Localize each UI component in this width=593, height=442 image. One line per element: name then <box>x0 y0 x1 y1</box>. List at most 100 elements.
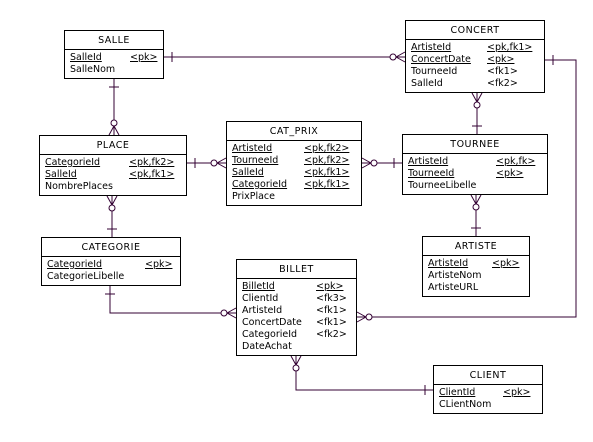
attribute-row: SalleId<pk,fk1> <box>45 169 181 181</box>
attribute-key: <pk,fk1> <box>487 42 533 53</box>
attribute-name: BilletId <box>242 281 275 292</box>
attribute-row: ConcertDate <fk1> <box>242 317 351 329</box>
attribute-row: CategorieId <pk,fk1> <box>232 179 356 191</box>
attribute-name: ArtisteId <box>408 156 449 167</box>
optional-cardinality-circle <box>370 159 378 167</box>
entity-categorie[interactable]: CATEGORIE CategorieId<pk>CategorieLibell… <box>41 237 181 286</box>
crows-foot-mark <box>216 157 227 164</box>
attribute-row: ClientId<fk3> <box>242 293 351 305</box>
attribute-key: <pk,fk2> <box>304 143 350 154</box>
entity-tournee[interactable]: TOURNEE ArtisteId<pk,fk>TourneeId<pk>Tou… <box>402 134 548 195</box>
attribute-row: ArtisteId <pk,fk2> <box>232 143 356 155</box>
entity-client[interactable]: CLIENT ClientId <pk> CLientNom <box>433 365 543 414</box>
attribute-name: SalleId <box>411 78 443 89</box>
entity-artiste-title: ARTISTE <box>423 237 529 256</box>
attribute-row: ArtisteId <pk,fk1> <box>411 42 539 54</box>
attribute-row: TourneeId<fk1> <box>411 66 539 78</box>
attribute-row: ArtisteId<pk> <box>428 258 524 270</box>
attribute-name: NombrePlaces <box>45 181 113 192</box>
entity-client-attributes: ClientId <pk> CLientNom <box>434 385 542 413</box>
optional-cardinality-circle <box>110 119 118 127</box>
crows-foot-mark <box>356 316 367 323</box>
optional-cardinality-circle <box>365 313 373 321</box>
attribute-name: TourneeLibelle <box>408 180 477 191</box>
attribute-name: ArtisteId <box>242 305 283 316</box>
attribute-key: <pk> <box>130 52 158 63</box>
optional-cardinality-circle <box>108 204 116 212</box>
crows-foot-mark <box>395 51 406 58</box>
entity-place-attributes: CategorieId <pk,fk2>SalleId<pk,fk1>Nombre… <box>40 155 186 195</box>
attribute-row: NombrePlaces <box>45 181 181 193</box>
crows-foot-mark <box>226 307 237 314</box>
crows-foot-mark <box>295 355 302 366</box>
attribute-name: ArtisteNom <box>428 270 482 281</box>
attribute-key: <fk1> <box>487 66 518 77</box>
attribute-key: <pk,fk> <box>496 156 536 167</box>
entity-billet-attributes: BilletId<pk>ClientId<fk3>ArtisteId<fk1>C… <box>237 279 356 355</box>
attribute-key: <pk> <box>492 258 520 269</box>
optional-cardinality-circle <box>292 364 300 372</box>
crows-foot-mark <box>361 162 372 169</box>
attribute-name: TourneeId <box>232 155 279 166</box>
entity-concert-attributes: ArtisteId<pk,fk1>ConcertDate<pk>TourneeI… <box>406 40 544 92</box>
attribute-key: <pk,fk2> <box>304 155 350 166</box>
attribute-key: <pk,fk1> <box>304 167 350 178</box>
rel-categorie-billet <box>109 286 236 314</box>
attribute-key: <pk,fk1> <box>304 179 350 190</box>
entity-concert[interactable]: CONCERT ArtisteId<pk,fk1>ConcertDate<pk>… <box>405 20 545 93</box>
entity-cat-prix-title: CAT_PRIX <box>227 122 361 141</box>
attribute-name: TourneeId <box>408 168 455 179</box>
attribute-row: ArtisteURL <box>428 282 524 294</box>
attribute-row: BilletId<pk> <box>242 281 351 293</box>
attribute-name: SalleId <box>232 167 264 178</box>
crows-foot-mark <box>470 194 477 205</box>
crows-foot-mark <box>113 125 120 136</box>
attribute-key: <fk2> <box>487 78 518 89</box>
entity-place[interactable]: PLACE CategorieId <pk,fk2>SalleId<pk,fk1>… <box>39 135 187 196</box>
crows-foot-mark <box>226 312 237 319</box>
attribute-name: CategorieLibelle <box>47 271 125 282</box>
attribute-row: SalleId <pk> <box>70 52 158 64</box>
attribute-key: <pk> <box>145 259 173 270</box>
attribute-key: <pk> <box>503 387 531 398</box>
attribute-key: <fk2> <box>316 329 347 340</box>
attribute-row: CategorieId<fk2> <box>242 329 351 341</box>
attribute-name: ConcertDate <box>242 317 302 328</box>
optional-cardinality-circle <box>472 203 480 211</box>
attribute-name: SalleId <box>70 52 102 63</box>
rel-client-billet <box>295 356 433 391</box>
crows-foot-mark <box>216 162 227 169</box>
attribute-name: ArtisteId <box>411 42 452 53</box>
entity-billet-title: BILLET <box>237 260 356 279</box>
entity-billet[interactable]: BILLET BilletId<pk>ClientId<fk3>ArtisteI… <box>236 259 357 356</box>
attribute-key: <fk1> <box>316 317 347 328</box>
attribute-row: SalleId <fk2> <box>411 78 539 90</box>
attribute-name: SalleId <box>45 169 77 180</box>
attribute-row: CategorieId <pk,fk2> <box>45 157 181 169</box>
optional-cardinality-circle <box>389 53 397 61</box>
entity-place-title: PLACE <box>40 136 186 155</box>
attribute-name: ArtisteId <box>232 143 273 154</box>
entity-cat-prix[interactable]: CAT_PRIX ArtisteId <pk,fk2> TourneeId <pk,f… <box>226 121 362 206</box>
entity-salle[interactable]: SALLE SalleId<pk>SalleNom <box>64 30 164 79</box>
attribute-name: CategorieId <box>232 179 288 190</box>
optional-cardinality-circle <box>473 101 481 109</box>
crows-foot-mark <box>471 92 478 103</box>
attribute-key: <pk,fk2> <box>129 157 175 168</box>
attribute-name: CLientNom <box>439 399 492 410</box>
entity-salle-title: SALLE <box>65 31 163 50</box>
attribute-row: ArtisteId <pk,fk> <box>408 156 542 168</box>
entity-client-title: CLIENT <box>434 366 542 385</box>
crows-foot-mark <box>111 195 118 206</box>
attribute-name: ClientId <box>439 387 476 398</box>
attribute-name: CategorieId <box>45 157 101 168</box>
crows-foot-mark <box>108 125 115 136</box>
attribute-key: <pk> <box>496 168 524 179</box>
crows-foot-mark <box>361 157 372 164</box>
attribute-name: CategorieId <box>47 259 103 270</box>
attribute-row: CategorieId <pk> <box>47 259 175 271</box>
entity-cat-prix-attributes: ArtisteId <pk,fk2> TourneeId <pk,fk2> SalleI… <box>227 141 361 205</box>
